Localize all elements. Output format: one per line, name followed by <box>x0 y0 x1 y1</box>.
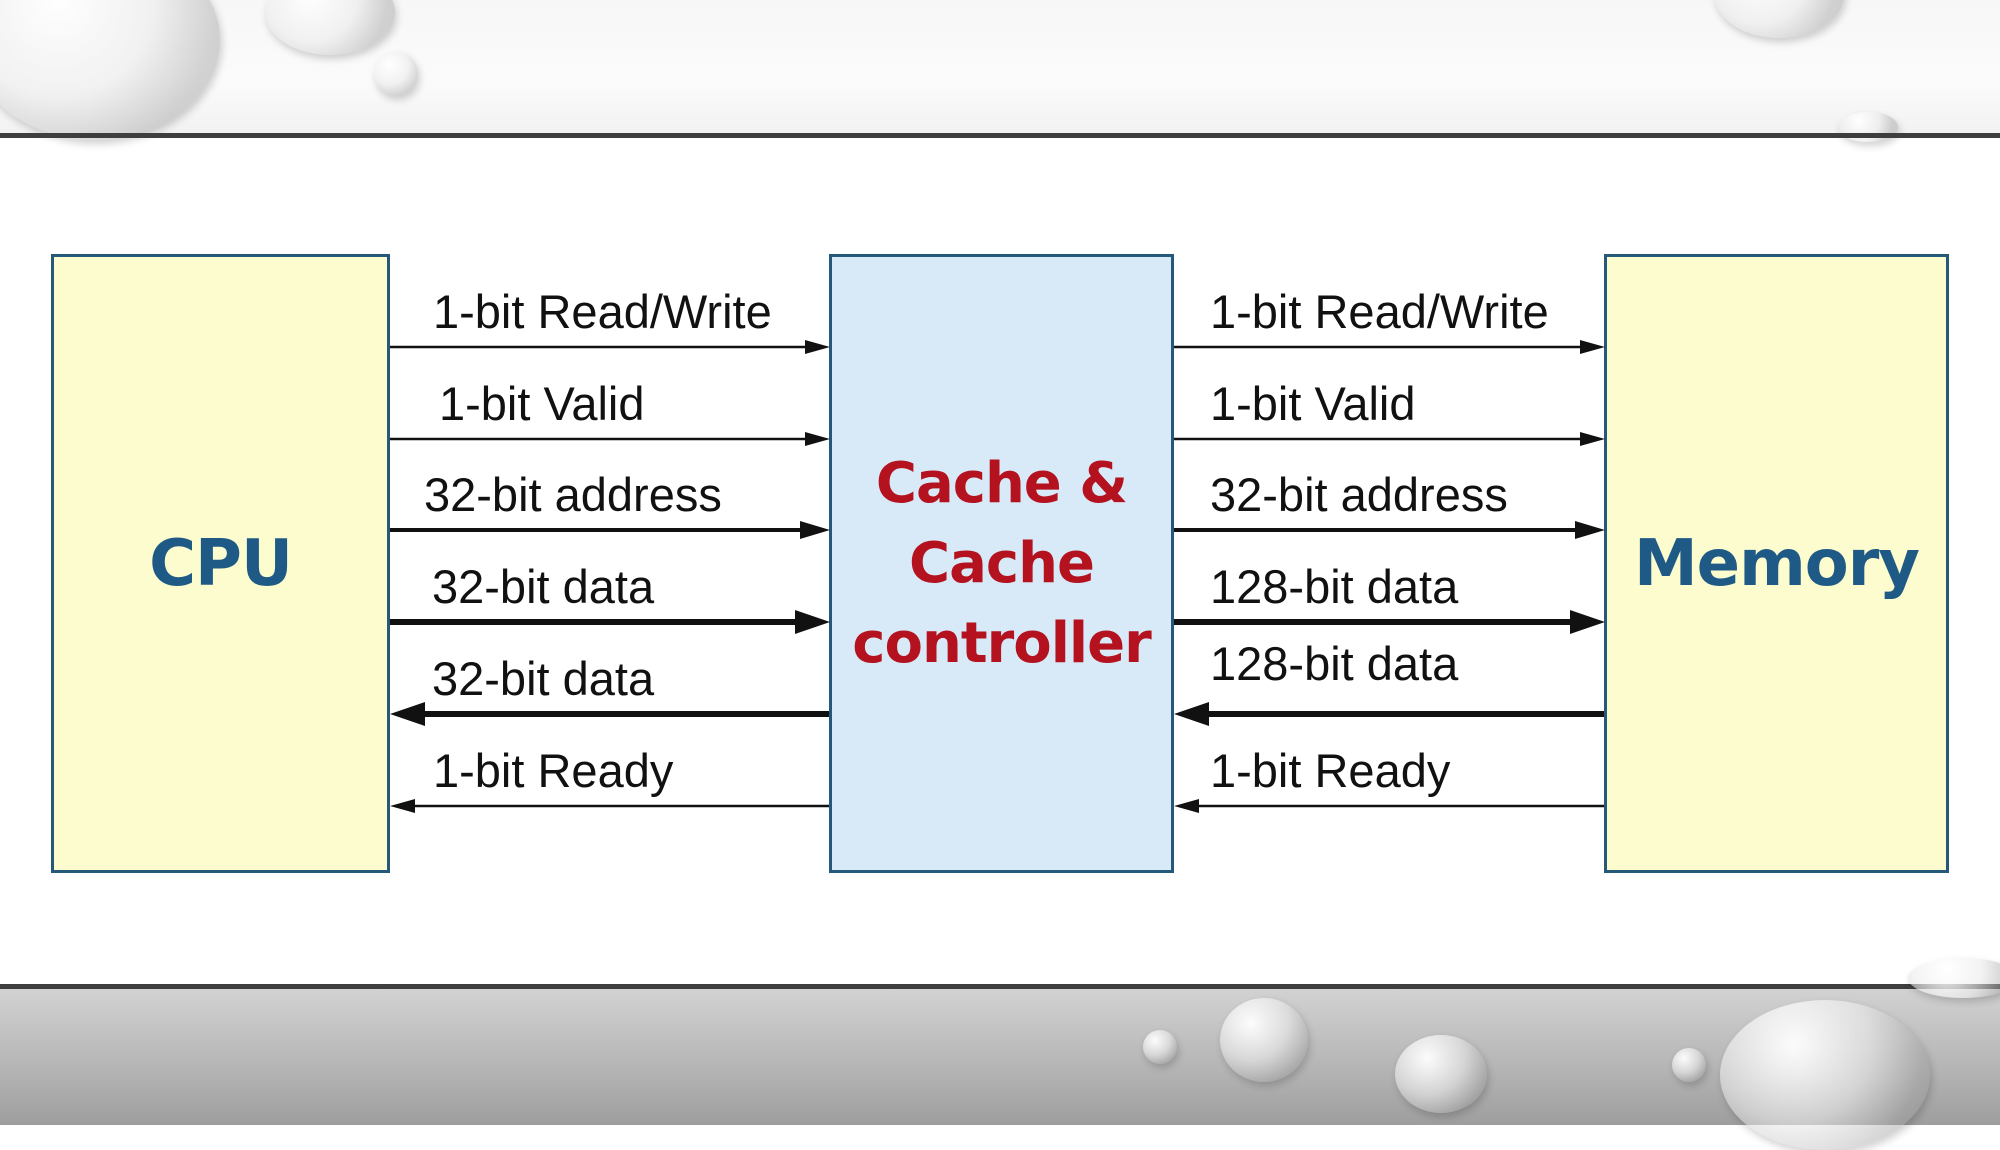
cpu-box: CPU <box>51 254 390 873</box>
signal-label: 32-bit data <box>432 652 655 705</box>
arrowhead <box>1580 340 1605 354</box>
signal-label: 1-bit Valid <box>1210 377 1416 430</box>
signal-label: 1-bit Ready <box>433 744 674 797</box>
signal-label: 32-bit address <box>1210 468 1508 521</box>
arrowhead <box>390 799 415 813</box>
top-divider-line <box>0 133 2000 138</box>
cache-label-line-3: controller <box>852 610 1151 676</box>
arrowhead <box>390 702 425 726</box>
water-drop-decoration <box>1672 1048 1706 1082</box>
water-drop-decoration <box>374 52 418 96</box>
bottom-decorative-band <box>0 989 2000 1125</box>
signal-label: 1-bit Valid <box>439 377 645 430</box>
cpu-label: CPU <box>149 526 293 601</box>
arrowhead <box>1575 521 1605 539</box>
arrowhead <box>1580 432 1605 446</box>
arrowhead <box>1174 702 1209 726</box>
signal-label: 1-bit Ready <box>1210 744 1451 797</box>
memory-label: Memory <box>1633 526 1920 601</box>
water-drop-decoration <box>1143 1030 1177 1064</box>
signal-arrows <box>390 340 1605 813</box>
water-drop-decoration <box>1395 1035 1487 1113</box>
arrowhead <box>795 610 830 634</box>
cache-label-line-1: Cache & <box>875 450 1128 516</box>
signal-label: 32-bit data <box>432 560 655 613</box>
arrowhead <box>805 432 830 446</box>
signal-label: 128-bit data <box>1210 637 1459 690</box>
signal-label: 1-bit Read/Write <box>1210 285 1549 338</box>
water-drop-decoration <box>1220 998 1308 1082</box>
signal-label: 32-bit address <box>424 468 722 521</box>
arrowhead <box>805 340 830 354</box>
signal-label: 128-bit data <box>1210 560 1459 613</box>
water-drop-decoration <box>1908 958 2000 998</box>
arrowhead <box>1174 799 1199 813</box>
cache-label-line-2: Cache <box>909 530 1095 596</box>
cache-controller-label: Cache & Cache controller <box>852 444 1151 684</box>
cache-controller-box: Cache & Cache controller <box>829 254 1174 873</box>
arrowhead <box>1570 610 1605 634</box>
bottom-divider-line <box>0 984 2000 989</box>
signal-label: 1-bit Read/Write <box>433 285 772 338</box>
memory-box: Memory <box>1604 254 1949 873</box>
arrowhead <box>800 521 830 539</box>
